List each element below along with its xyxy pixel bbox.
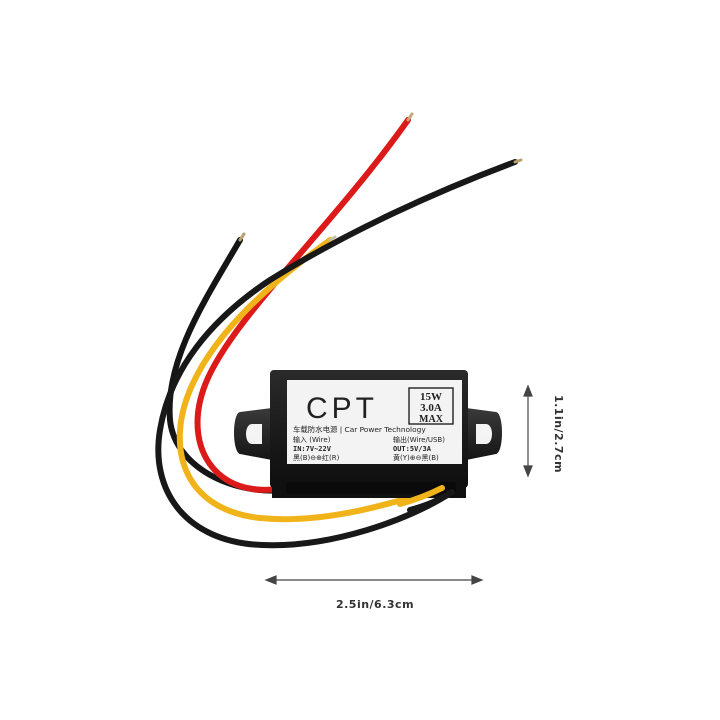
output-heading: 输出(Wire/USB) (393, 435, 445, 444)
red-input-wire (194, 117, 411, 493)
product-label (287, 380, 462, 464)
brand-name: CPT (306, 392, 378, 425)
input-polarity: 黑(B)⊖⊕红(R) (293, 453, 340, 462)
width-dimension-arrow (264, 575, 484, 585)
output-range: OUT:5V/3A (393, 445, 432, 453)
input-heading: 输入 (Wire) (293, 435, 331, 444)
rating-suffix: MAX (419, 414, 444, 425)
yellow-output-wire (176, 237, 445, 523)
output-polarity: 黄(Y)⊕⊖黑(B) (393, 453, 439, 462)
width-dimension-label: 2.5in/6.3cm (335, 598, 415, 611)
wires (155, 112, 523, 549)
height-dimension-label: 1.1in/2.7cm (552, 394, 565, 474)
input-range: IN:7V~22V (293, 445, 332, 453)
converter-module: CPT 15W 3.0A MAX 车载防水电源 | Car Power Tech… (234, 370, 502, 498)
rating-current: 3.0A (420, 402, 442, 414)
rating-power: 15W (420, 391, 442, 403)
rating-box (408, 387, 454, 425)
height-dimension-arrow (523, 384, 533, 478)
label-subtitle: 车载防水电源 | Car Power Technology (293, 425, 426, 434)
black-output-wire (155, 159, 518, 549)
